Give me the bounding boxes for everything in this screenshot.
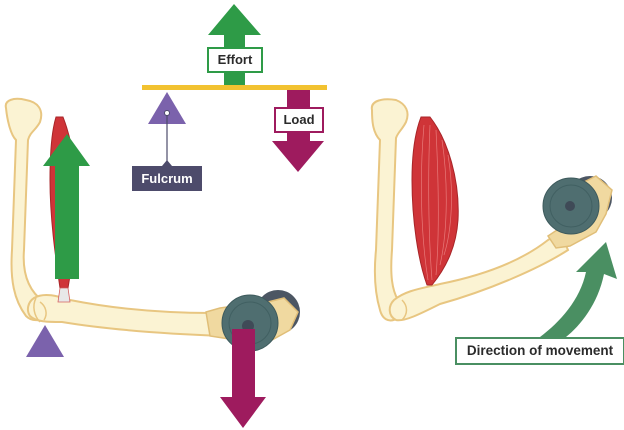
elbow-fulcrum-triangle — [26, 325, 64, 357]
humerus-bone — [4, 97, 52, 322]
weight-load-arrow — [220, 329, 266, 428]
arm-extended — [4, 97, 300, 428]
elbow-joint-detail — [33, 297, 47, 323]
biceps-tendon — [57, 287, 71, 303]
flexed-humerus-bone — [370, 98, 409, 322]
muscle-fiber-lines — [421, 124, 452, 281]
flexed-elbow-detail — [401, 299, 408, 321]
arm-flexed — [370, 98, 617, 337]
direction-of-movement-label: Direction of movement — [455, 337, 624, 365]
fulcrum-pivot-dot — [164, 110, 170, 116]
lever-model — [142, 4, 327, 172]
fulcrum-pointer-tip — [162, 160, 172, 166]
flexed-forearm-bone — [388, 230, 570, 322]
flexed-dumbbell-plate-ring — [549, 184, 593, 228]
lever-bar — [142, 85, 327, 90]
load-label: Load — [274, 107, 324, 133]
fulcrum-triangle — [148, 92, 186, 124]
effort-arrow-up — [208, 4, 261, 88]
forearm-bone — [26, 293, 226, 338]
effort-label: Effort — [207, 47, 263, 73]
direction-of-movement-arrow — [540, 242, 617, 337]
flexed-dumbbell-center — [565, 201, 575, 211]
fulcrum-label: Fulcrum — [132, 166, 202, 191]
muscle-effort-arrow — [43, 134, 90, 279]
